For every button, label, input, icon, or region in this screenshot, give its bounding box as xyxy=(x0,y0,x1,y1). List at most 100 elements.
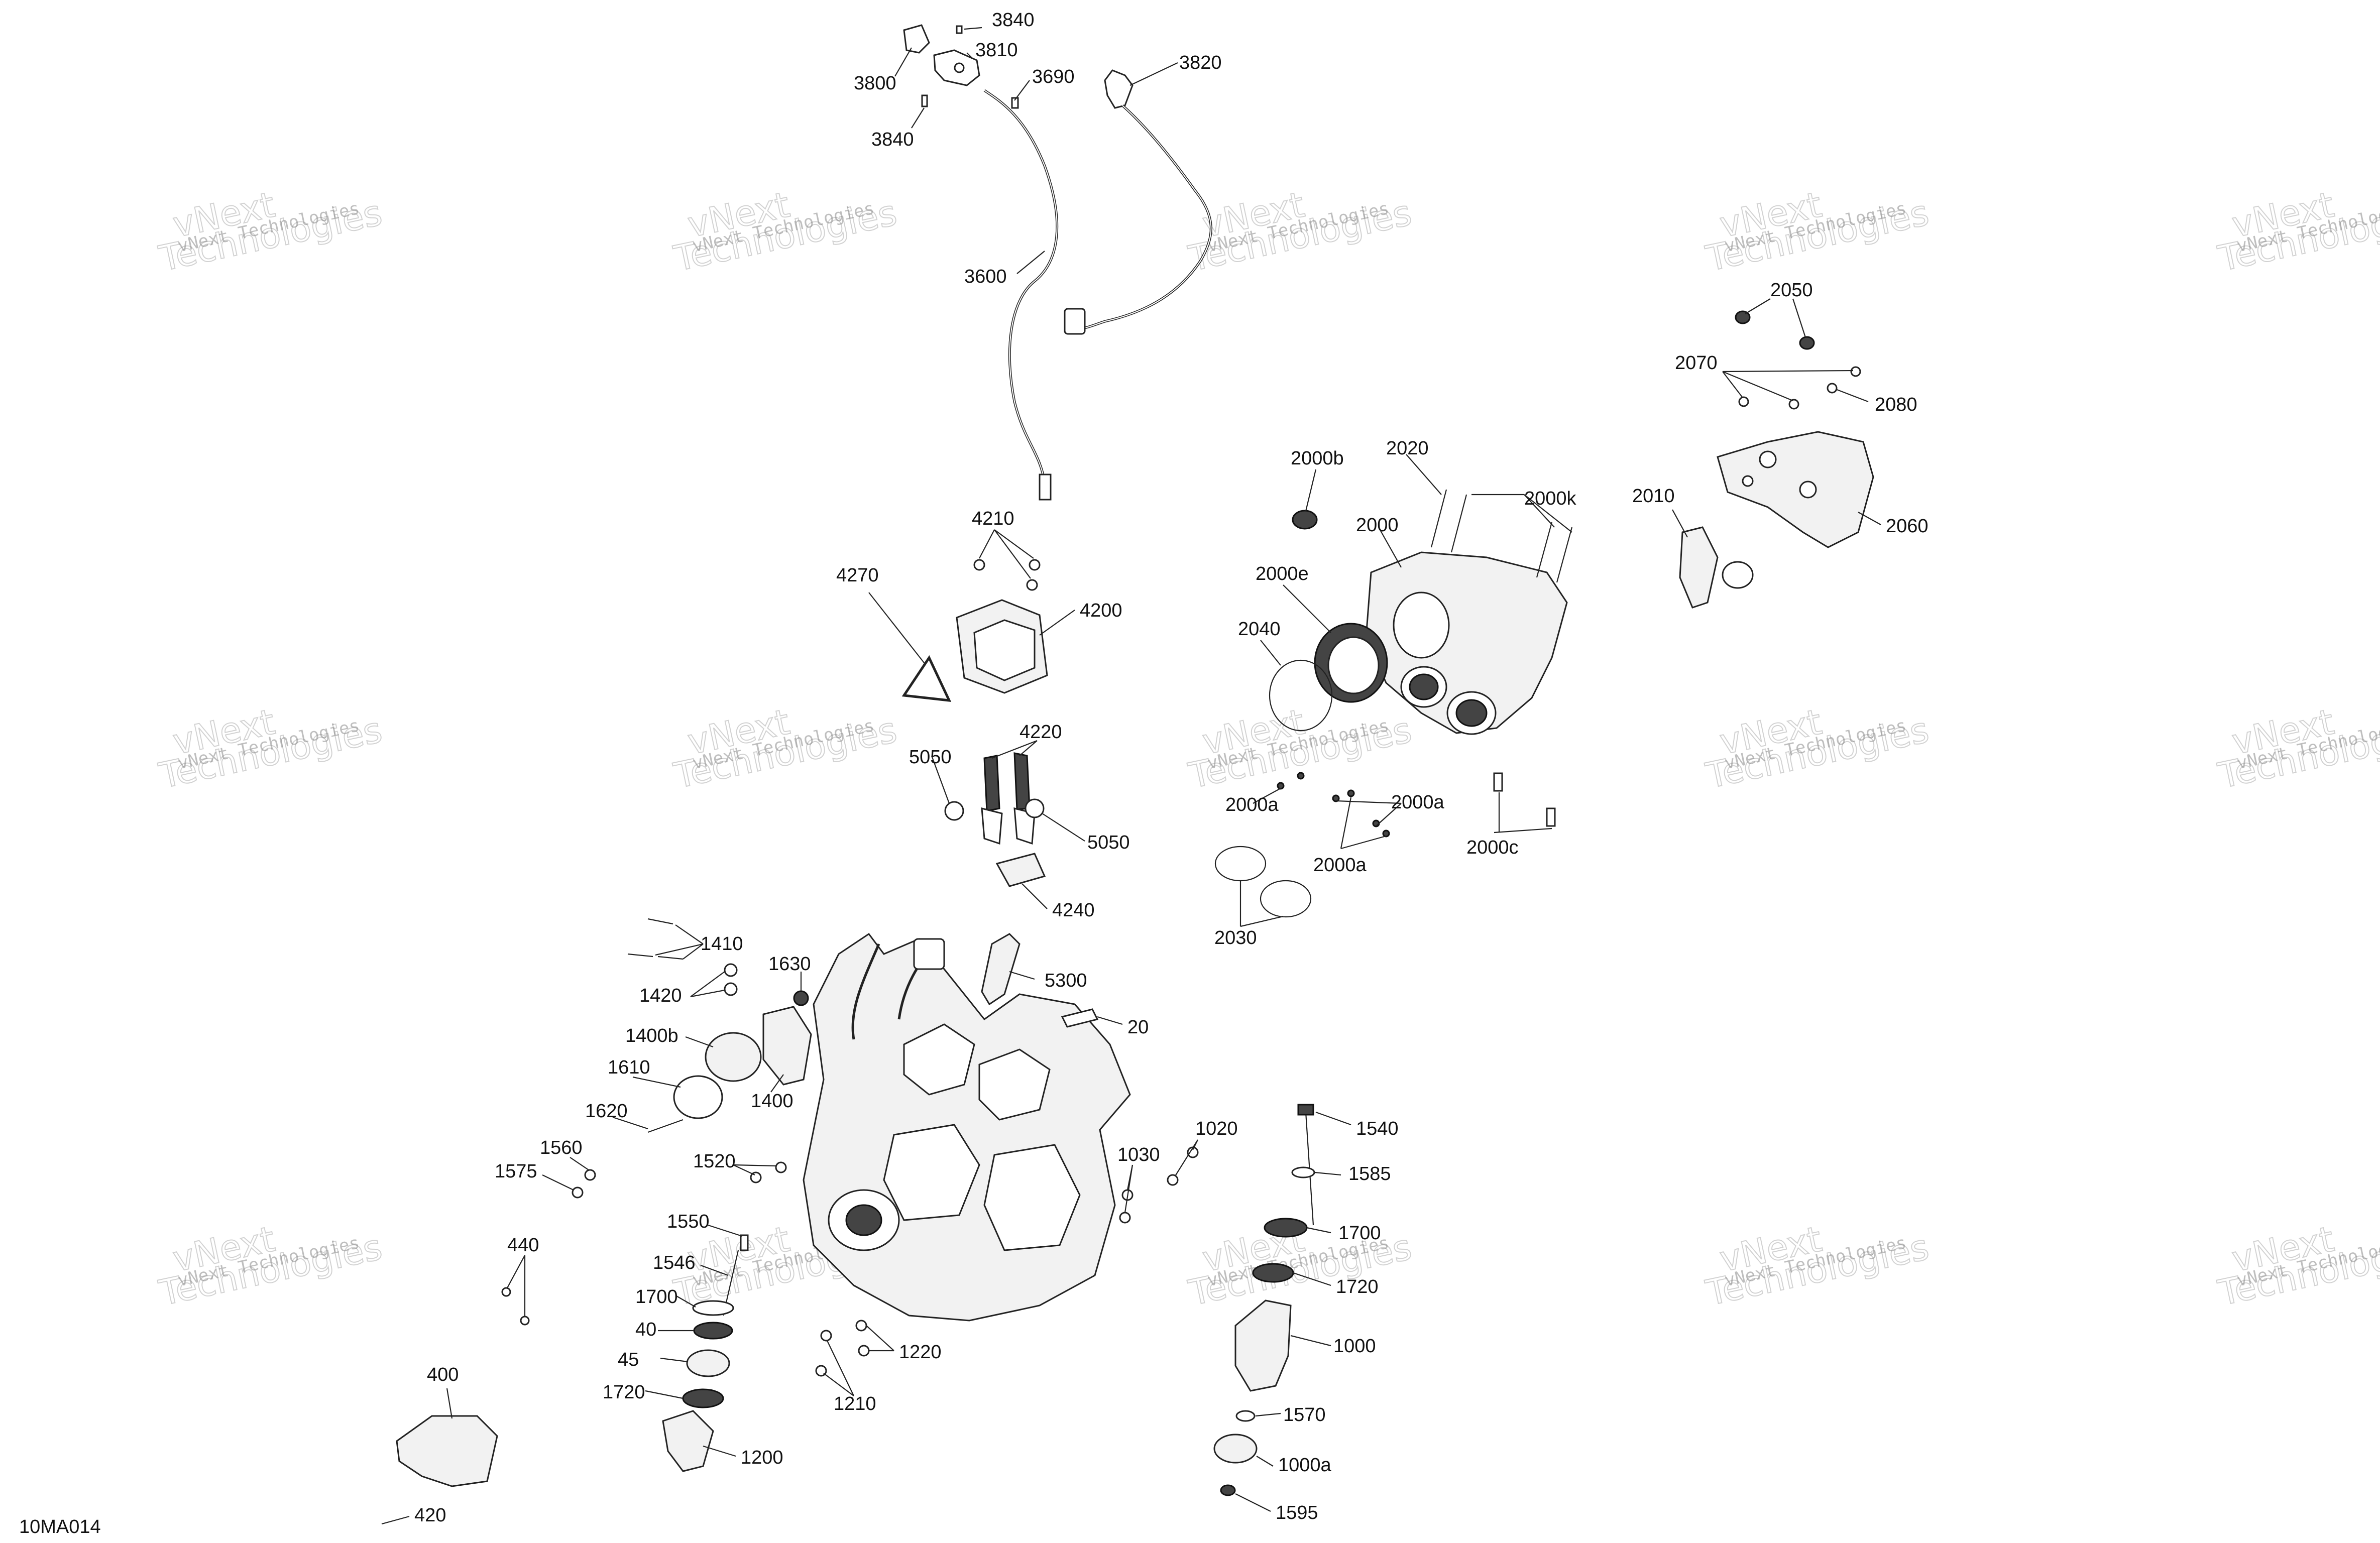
watermark: vNext Technologies vNext Technologies xyxy=(155,183,386,280)
part-label: 420 xyxy=(414,1505,446,1526)
bushing-2000b-icon xyxy=(1292,510,1318,530)
mount-1000-icon xyxy=(1234,1299,1292,1392)
part-label: 1520 xyxy=(693,1151,736,1172)
part-label: 1585 xyxy=(1348,1163,1391,1184)
bracket-400-icon xyxy=(396,1415,498,1487)
part-label: 3600 xyxy=(964,266,1007,287)
washer-1220-icon xyxy=(855,1320,867,1332)
damper-1400b-icon xyxy=(705,1032,762,1082)
watermark: vNext Technologies vNext Technologies xyxy=(1702,1218,1933,1314)
harness-4220-icon xyxy=(983,755,1000,812)
part-label: 2000a xyxy=(1225,794,1279,815)
cvt-air-guide-group xyxy=(1214,489,1573,918)
washer-1700-icon xyxy=(1264,1218,1308,1238)
part-label: 2000a xyxy=(1313,855,1367,876)
fastener-2000a-icon xyxy=(1347,789,1355,797)
clamp-2030-icon xyxy=(1214,846,1267,882)
leader-lines xyxy=(381,27,1881,1525)
nut-1630-icon xyxy=(793,990,809,1006)
part-label: 1700 xyxy=(1338,1223,1381,1244)
washer-1220-icon xyxy=(858,1345,870,1357)
part-label: 1595 xyxy=(1276,1502,1318,1523)
screw-1520-icon xyxy=(775,1161,787,1173)
part-label: 1420 xyxy=(639,985,682,1006)
part-label: 4210 xyxy=(972,508,1014,529)
connector-icon xyxy=(981,807,1003,845)
part-label: 1200 xyxy=(741,1447,783,1468)
part-label: 1720 xyxy=(603,1382,645,1403)
washer-1720-icon xyxy=(682,1388,724,1408)
washer-2070-icon xyxy=(1788,399,1799,410)
part-label: 2000k xyxy=(1524,488,1577,509)
damper-1000a-icon xyxy=(1213,1434,1258,1464)
part-label: 5050 xyxy=(909,747,952,768)
part-label: 1550 xyxy=(667,1211,710,1232)
washer-1560-icon xyxy=(584,1169,596,1181)
part-label: 2030 xyxy=(1214,927,1257,948)
support-2060-icon xyxy=(1717,431,1874,548)
screw-1030-icon xyxy=(1119,1212,1131,1224)
part-label: 5050 xyxy=(1087,832,1130,853)
washer-1420-icon xyxy=(724,963,738,977)
part-label: 3810 xyxy=(975,40,1018,61)
cover-5300-icon xyxy=(981,933,1021,1006)
part-label: 2010 xyxy=(1632,486,1675,507)
watermark-layer: vNext Technologies vNext Technologies vN… xyxy=(155,183,2380,1314)
bracket-2010-icon xyxy=(1679,526,1719,609)
ecm-module-group xyxy=(901,559,1048,887)
mount-1400-icon xyxy=(762,1006,812,1086)
part-label: 1720 xyxy=(1336,1276,1379,1297)
part-label: 1400b xyxy=(625,1025,678,1046)
screw-2000k-icon xyxy=(1450,494,1467,553)
part-label: 1210 xyxy=(834,1393,876,1414)
washer-1700-icon xyxy=(692,1300,734,1316)
strap-4270-icon xyxy=(901,655,952,702)
part-label: 3840 xyxy=(992,10,1035,31)
part-label: 4220 xyxy=(1019,722,1062,743)
diagram-code: 10MA014 xyxy=(19,1516,101,1537)
part-label: 1540 xyxy=(1356,1118,1399,1139)
part-label: 3690 xyxy=(1032,66,1075,87)
part-label: 2000 xyxy=(1356,515,1399,536)
throttle-body-icon xyxy=(913,938,945,970)
clip-5050-icon xyxy=(944,801,964,821)
bolt-440-icon xyxy=(520,1316,530,1326)
part-label: 1020 xyxy=(1195,1118,1238,1139)
watermark: vNext Technologies vNext Technologies xyxy=(670,700,901,797)
part-label: 2060 xyxy=(1886,516,1929,537)
part-label: 20 xyxy=(1127,1017,1149,1038)
cylinder-head-icon xyxy=(978,1048,1051,1121)
part-label: 45 xyxy=(618,1349,639,1370)
screw-4210-icon xyxy=(1029,559,1041,571)
part-label: 1410 xyxy=(701,933,743,955)
fastener-2000a-icon xyxy=(1382,829,1390,838)
part-label: 1610 xyxy=(608,1057,650,1078)
spacer-40-icon xyxy=(693,1322,733,1340)
screw-1020-icon xyxy=(1167,1174,1179,1186)
screw-1410-icon xyxy=(627,953,653,958)
pivot-hole-icon xyxy=(954,62,965,73)
watermark: vNext Technologies vNext Technologies xyxy=(1702,700,1933,797)
fastener-2000a-icon xyxy=(1297,772,1305,780)
bolt-head-icon xyxy=(1297,1104,1314,1116)
sensor-2000c-icon xyxy=(1546,807,1556,827)
part-label: 4270 xyxy=(836,565,879,586)
cable-end-icon xyxy=(1039,473,1052,501)
part-label: 3840 xyxy=(871,129,914,150)
part-label: 3820 xyxy=(1179,52,1222,73)
washer-1720-icon xyxy=(1252,1263,1294,1283)
part-label: 4240 xyxy=(1052,900,1095,921)
nut-2050-icon xyxy=(1799,336,1815,350)
bolt-440-icon xyxy=(501,1287,511,1297)
part-label: 2000b xyxy=(1291,448,1344,469)
clamp-2030-icon xyxy=(1260,880,1312,918)
watermark: vNext Technologies vNext Technologies xyxy=(155,700,386,797)
part-label: 1400 xyxy=(751,1091,794,1112)
plate-1610-icon xyxy=(673,1075,723,1119)
part-label: 1546 xyxy=(653,1252,696,1273)
part-labels: 3840 3810 3800 3690 3840 3820 3600 2050 … xyxy=(414,10,1929,1526)
part-label: 2040 xyxy=(1238,619,1281,640)
left-mount-group xyxy=(396,918,870,1487)
part-label: 1630 xyxy=(768,954,811,975)
